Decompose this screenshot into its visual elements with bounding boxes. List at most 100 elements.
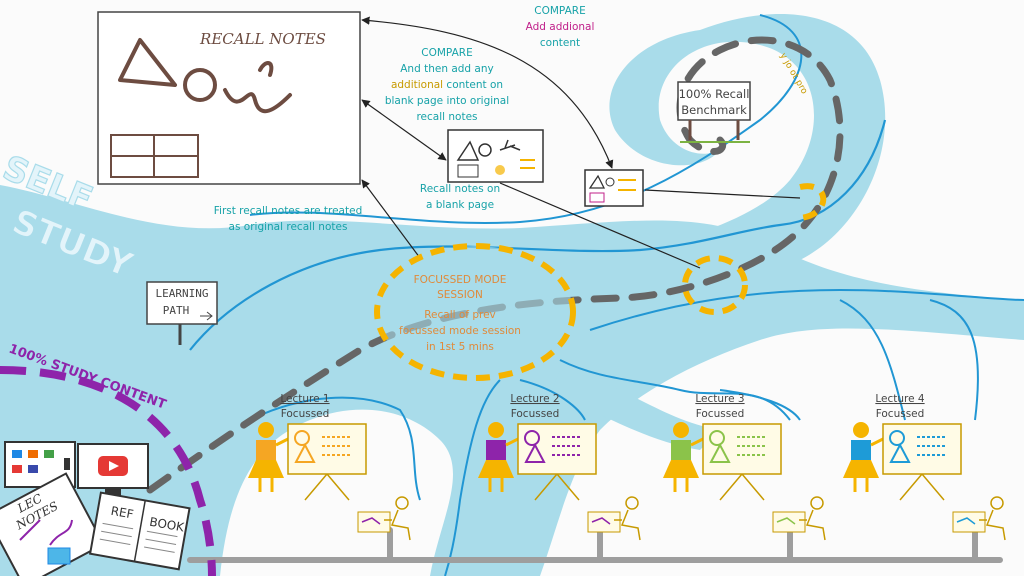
student-body xyxy=(799,509,826,541)
student-scribble xyxy=(776,517,796,525)
focus-body-2: focussed mode session xyxy=(399,325,521,337)
student-notes xyxy=(772,511,806,533)
ref-book-line2: BOOK xyxy=(148,515,186,535)
study-content-arc xyxy=(0,366,216,576)
focus-body-1: Recall of prev xyxy=(424,309,496,321)
connector-arrows xyxy=(361,16,801,269)
board-stand xyxy=(899,473,945,501)
presenter-body xyxy=(256,440,276,460)
board-circle xyxy=(889,430,905,446)
lec-notes-card xyxy=(0,472,105,576)
lecture-board xyxy=(882,423,962,475)
student-body xyxy=(614,509,641,541)
student-scribble xyxy=(361,517,381,525)
presenter-feet xyxy=(853,478,869,492)
presenter-head xyxy=(853,422,869,438)
recall-blank-line2: a blank page xyxy=(426,199,494,211)
lecture-name: Lecture 1 xyxy=(280,393,329,405)
board-stand xyxy=(304,473,350,501)
compare1-line3a: additional xyxy=(391,79,446,91)
compare1-line2: And then add any xyxy=(400,63,493,75)
lecture-board xyxy=(287,423,367,475)
student-scribble xyxy=(591,517,611,525)
ref-book-line1: REF xyxy=(110,504,135,522)
learning-path-dashes xyxy=(146,36,844,494)
focus-highlights xyxy=(374,183,827,381)
recall-notes-title: RECALL NOTES xyxy=(199,30,326,48)
student-body xyxy=(384,509,411,541)
compare2-line3: content xyxy=(540,37,580,49)
lecture-station-3: Lecture 3 Focussed xyxy=(663,393,826,541)
presenter-feet xyxy=(488,478,504,492)
focus-title-2: SESSION xyxy=(437,289,483,301)
student-head xyxy=(990,496,1004,510)
recall-card-2 xyxy=(584,169,644,207)
lecture-name: Lecture 4 xyxy=(875,393,925,405)
lecture-board xyxy=(517,423,597,475)
lecture-name: Lecture 3 xyxy=(695,393,744,405)
compare2-line1: COMPARE xyxy=(534,5,585,17)
board-circle xyxy=(524,430,540,446)
lecture-station-2: Lecture 2 Focussed xyxy=(478,393,641,541)
board-triangle xyxy=(709,442,731,463)
presenter-body xyxy=(486,440,506,460)
student-notes xyxy=(587,511,621,533)
board-triangle xyxy=(889,442,911,463)
learning-path-sign xyxy=(146,281,218,345)
lecture-station-1: Lecture 1 Focussed xyxy=(248,393,411,541)
presenter-legs xyxy=(478,460,514,478)
lecture-status: Focussed xyxy=(281,408,330,420)
presenter-head xyxy=(673,422,689,438)
board-stand xyxy=(534,473,580,501)
first-recall-line1: First recall notes are treated xyxy=(214,205,362,217)
student-head xyxy=(810,496,824,510)
student-head xyxy=(625,496,639,510)
presenter-body xyxy=(851,440,871,460)
lecture-status: Focussed xyxy=(696,408,745,420)
learning-path-line1: LEARNING xyxy=(156,287,209,300)
board-circle xyxy=(709,430,725,446)
bottom-rail xyxy=(187,527,1003,563)
student-scribble xyxy=(956,517,976,525)
presenter-feet xyxy=(673,478,689,492)
student-body xyxy=(979,509,1006,541)
compare1-line4: blank page into original xyxy=(385,95,509,107)
recall-notes-box xyxy=(97,11,361,185)
recall-blank-line1: Recall notes on xyxy=(420,183,500,195)
presenter-head xyxy=(258,422,274,438)
learning-path-line2: PATH xyxy=(163,304,190,317)
presenter-head xyxy=(488,422,504,438)
lecture-station-4: Lecture 4 Focussed xyxy=(843,393,1006,541)
benchmark-line2: Benchmark xyxy=(681,103,747,117)
focus-body-3: in 1st 5 mins xyxy=(426,341,494,353)
presenter-body xyxy=(671,440,691,460)
compare2-line2: Add addional xyxy=(526,21,595,33)
presenter-legs xyxy=(248,460,284,478)
lecture-name: Lecture 2 xyxy=(510,393,559,405)
benchmark-sign xyxy=(677,81,751,143)
board-triangle xyxy=(524,442,546,463)
student-notes xyxy=(952,511,986,533)
recall-blank-card xyxy=(447,129,544,183)
presenter-legs xyxy=(843,460,879,478)
student-notes xyxy=(357,511,391,533)
compare1-line5: recall notes xyxy=(416,111,477,123)
lecture-status: Focussed xyxy=(511,408,560,420)
study-materials xyxy=(0,441,191,576)
lecture-board xyxy=(702,423,782,475)
compare1-line3b: content on xyxy=(446,79,503,91)
compare1-line3: additional content on xyxy=(391,79,503,91)
first-recall-line2: as original recall notes xyxy=(229,221,348,233)
board-circle xyxy=(294,430,310,446)
lecture-status: Focussed xyxy=(876,408,925,420)
presenter-legs xyxy=(663,460,699,478)
ref-book xyxy=(88,491,191,571)
board-stand xyxy=(719,473,765,501)
focus-title-1: FOCUSSED MODE xyxy=(414,274,507,286)
board-triangle xyxy=(294,442,316,463)
compare1-line1: COMPARE xyxy=(421,47,472,59)
benchmark-line1: 100% Recall xyxy=(679,87,750,101)
presenter-feet xyxy=(258,478,274,492)
student-head xyxy=(395,496,409,510)
